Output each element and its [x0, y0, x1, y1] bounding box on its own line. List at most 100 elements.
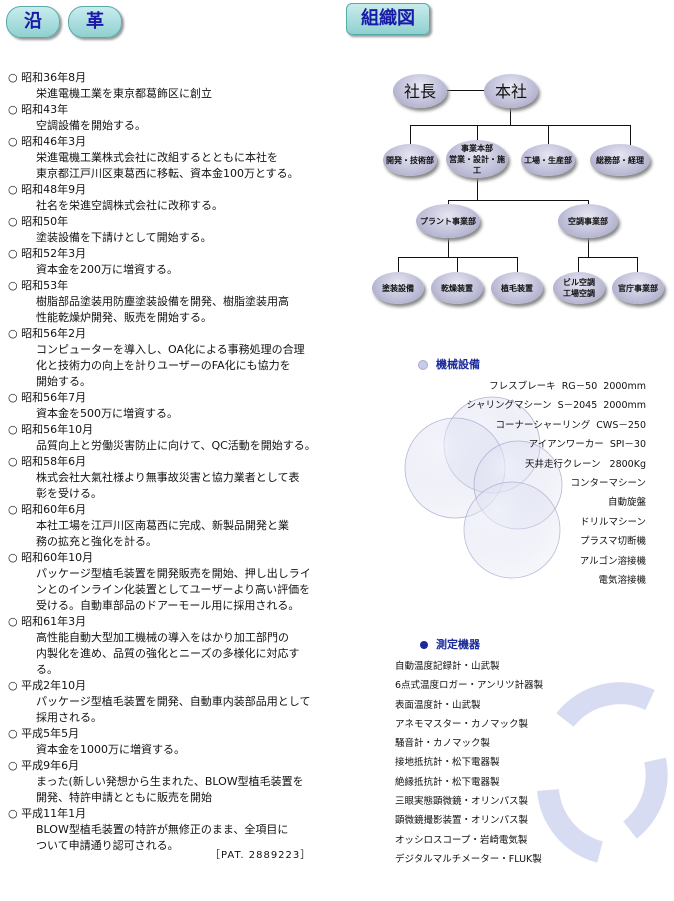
measurement-item: 騒音計・カノマック製: [395, 738, 491, 750]
history-text: ンとのインライン化装置としてユーザーより高い評価を: [36, 583, 311, 596]
history-text: パッケージ型植毛装置を開発販売を開始、押し出しライ: [36, 567, 311, 580]
history-text: 高性能自動大型加工機械の導入をはかり加工部門の: [36, 631, 289, 644]
history-date: 平成11年1月: [8, 806, 343, 822]
org-node-division: 総務部・経理: [590, 144, 650, 176]
history-item: 平成11年1月BLOW型植毛装置の特許が無修正のまま、全項目について申請通り認可…: [8, 806, 343, 854]
equipment-item: アイアンワーカー SPI－30: [528, 439, 646, 451]
history-text: 採用される。: [36, 711, 102, 724]
org-line: [477, 178, 478, 200]
history-text: 資本金を1000万に増資する。: [36, 743, 185, 756]
equipment-item: コーナーシャーリング CWS－250: [495, 419, 646, 431]
org-node-unit: 塗装設備: [372, 272, 424, 304]
bullet-icon: [418, 360, 428, 370]
history-list: 昭和36年8月栄進電機工業を東京都葛飾区に創立昭和43年 空調設備を開始する。昭…: [8, 70, 343, 854]
bullet-icon: [420, 641, 428, 649]
history-heading-char2: 革: [68, 6, 122, 38]
org-line: [448, 200, 588, 201]
history-item: 昭和61年3月高性能自動大型加工機械の導入をはかり加工部門の内製化を進め、品質の…: [8, 614, 343, 678]
history-date: 昭和56年10月: [8, 422, 343, 438]
history-text: 東京都江戸川区東葛西に移転、資本金100万とする。: [36, 167, 299, 180]
org-line: [477, 125, 478, 143]
history-text: 内製化を進め、品質の強化とニーズの多様化に対応す: [36, 647, 300, 660]
equipment-item: コンターマシーン: [570, 478, 646, 490]
history-text: 空調設備を開始する。: [36, 119, 146, 132]
history-item: 平成9年6月まった(新しい発想から生まれた、BLOW型植毛装置を開発、特許申請と…: [8, 758, 343, 806]
equipment-item: シャリングマシーン S－2045 2000mm: [466, 400, 647, 412]
measurement-item: アネモマスター・カノマック製: [395, 718, 529, 730]
org-line: [398, 257, 399, 274]
history-date: 昭和46年3月: [8, 134, 343, 150]
history-date: 平成9年6月: [8, 758, 343, 774]
history-item: 昭和56年2月コンピューターを導入し、OA化による事務処理の合理化と技術力の向上…: [8, 326, 343, 390]
equipment-item: 電気溶接機: [598, 575, 646, 587]
history-date: 昭和53年: [8, 278, 343, 294]
measurement-item: 絶縁抵抗計・松下電器製: [395, 776, 500, 788]
equipment-item: プラスマ切断機: [579, 536, 646, 548]
org-line: [630, 125, 631, 147]
measurement-item: 接地抵抗計・松下電器製: [395, 757, 500, 769]
equipment-item: アルゴン溶接機: [579, 555, 646, 567]
history-text: まった(新しい発想から生まれた、BLOW型植毛装置を: [36, 775, 304, 788]
measurement-item: 自動温度記録計・山武製: [395, 661, 500, 672]
history-text: 受ける。自動車部品のドアーモール用に採用される。: [36, 599, 300, 612]
history-item: 昭和60年10月パッケージ型植毛装置を開発販売を開始、押し出しラインとのインライ…: [8, 550, 343, 614]
history-heading-char1: 沿: [6, 6, 60, 38]
history-item: 昭和43年 空調設備を開始する。: [8, 102, 343, 134]
org-line: [398, 257, 518, 258]
org-chart-heading: 組織図: [346, 3, 430, 35]
history-text: 塗装設備を下請けとして開始する。: [36, 231, 212, 244]
history-text: 開発、特許申請とともに販売を開始: [36, 791, 212, 804]
measurement-item: 表面温度計・山武製: [395, 699, 481, 711]
history-item: 昭和60年6月本社工場を江戸川区南葛西に完成、新製品開発と業務の拡充と強化を計る…: [8, 502, 343, 550]
org-line: [410, 125, 411, 147]
history-text: 本社工場を江戸川区南葛西に完成、新製品開発と業: [36, 519, 289, 532]
equipment-list: フレスブレーキ RG－50 2000mm シャリングマシーン S－2045 200…: [346, 377, 647, 590]
history-text: コンピューターを導入し、OA化による事務処理の合理: [36, 343, 305, 356]
equipment-title: 機械設備: [418, 356, 480, 372]
org-node-business: プラント事業部: [416, 204, 480, 238]
equipment-item: 自動旋盤: [607, 497, 646, 509]
org-line: [517, 257, 518, 274]
history-text: 栄進電機工業を東京都葛飾区に創立: [36, 87, 212, 100]
org-line: [410, 125, 630, 126]
history-date: 昭和60年10月: [8, 550, 343, 566]
org-line: [548, 125, 549, 147]
equipment-item: ドリルマシーン: [579, 516, 646, 528]
org-node-business: 空調事業部: [558, 204, 618, 238]
history-text: 株式会社大氣社様より無事故災害と協力業者として表: [36, 471, 300, 484]
equipment-item: 天井走行クレーン 2800Kg: [524, 458, 646, 470]
org-node-unit: 植毛装置: [491, 272, 543, 304]
measurement-item: 三眼実態顕微鏡・オリンパス製: [395, 796, 529, 808]
org-node-unit: 乾燥装置: [431, 272, 483, 304]
history-text: 性能乾燥炉開発、販売を開始する。: [36, 311, 212, 324]
org-node-headquarters: 本社: [484, 74, 538, 108]
org-node-president: 社長: [393, 74, 447, 108]
history-text: 栄進電機工業株式会社に改組するとともに本社を: [36, 151, 278, 164]
history-text: ついて申請通り認可される。: [36, 839, 179, 852]
org-line: [578, 257, 638, 258]
equipment-item: フレスブレーキ RG－50 2000mm: [489, 381, 646, 392]
history-date: 平成2年10月: [8, 678, 343, 694]
measurement-item: デジタルマルチメーター・FLUK製: [395, 853, 542, 865]
history-text: 開始する。: [36, 375, 91, 388]
history-date: 昭和58年6月: [8, 454, 343, 470]
org-line: [510, 108, 511, 125]
org-node-division: 事業本部 営業・設計・施工: [446, 140, 508, 178]
history-date: 昭和36年8月: [8, 70, 343, 86]
org-line: [637, 257, 638, 274]
history-item: 昭和53年樹脂部品塗装用防塵塗装設備を開発、樹脂塗装用高性能乾燥炉開発、販売を開…: [8, 278, 343, 326]
org-node-division: 工場・生産部: [521, 144, 575, 176]
history-date: 平成5年5月: [8, 726, 343, 742]
measurement-item: オッシロスコープ・岩崎電気製: [395, 834, 528, 846]
org-line: [457, 257, 458, 274]
history-date: 昭和60年6月: [8, 502, 343, 518]
org-line: [588, 235, 589, 257]
history-text: 資本金を500万に増資する。: [36, 407, 178, 420]
history-text: 化と技術力の向上を計りユーザーのFA化にも協力を: [36, 359, 291, 372]
